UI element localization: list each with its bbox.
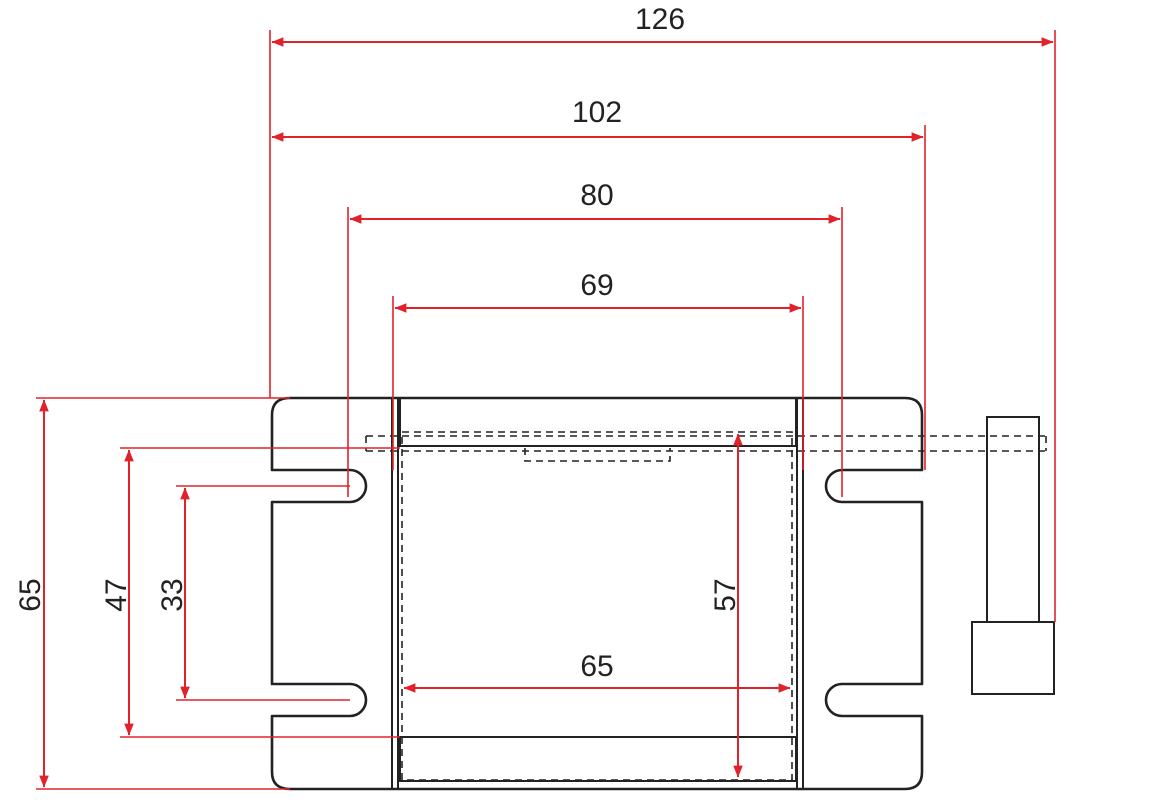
dim-label-57: 57	[709, 578, 742, 611]
inner-cavity-hidden	[401, 431, 793, 781]
dim-label-65-height: 65	[14, 578, 47, 611]
horizontal-dimensions: 126 102 80 69 65	[269, 3, 1056, 693]
dim-label-102: 102	[572, 96, 622, 129]
dim-label-80: 80	[580, 179, 613, 212]
hidden-notch	[524, 448, 671, 462]
vertical-dimensions: 65 47 33 57	[14, 397, 743, 790]
dim-label-47: 47	[100, 578, 133, 611]
dim-label-69: 69	[580, 269, 613, 302]
dim-label-65-inner: 65	[580, 650, 613, 683]
dim-label-33: 33	[156, 578, 189, 611]
bottom-terminal-cover	[399, 736, 797, 782]
housing-flange-outline	[270, 396, 924, 791]
housing-outline	[270, 396, 1055, 791]
top-terminal-cover	[399, 397, 797, 447]
connector-plug	[971, 621, 1055, 695]
dim-label-126: 126	[635, 3, 685, 36]
connector-stem	[986, 416, 1040, 623]
